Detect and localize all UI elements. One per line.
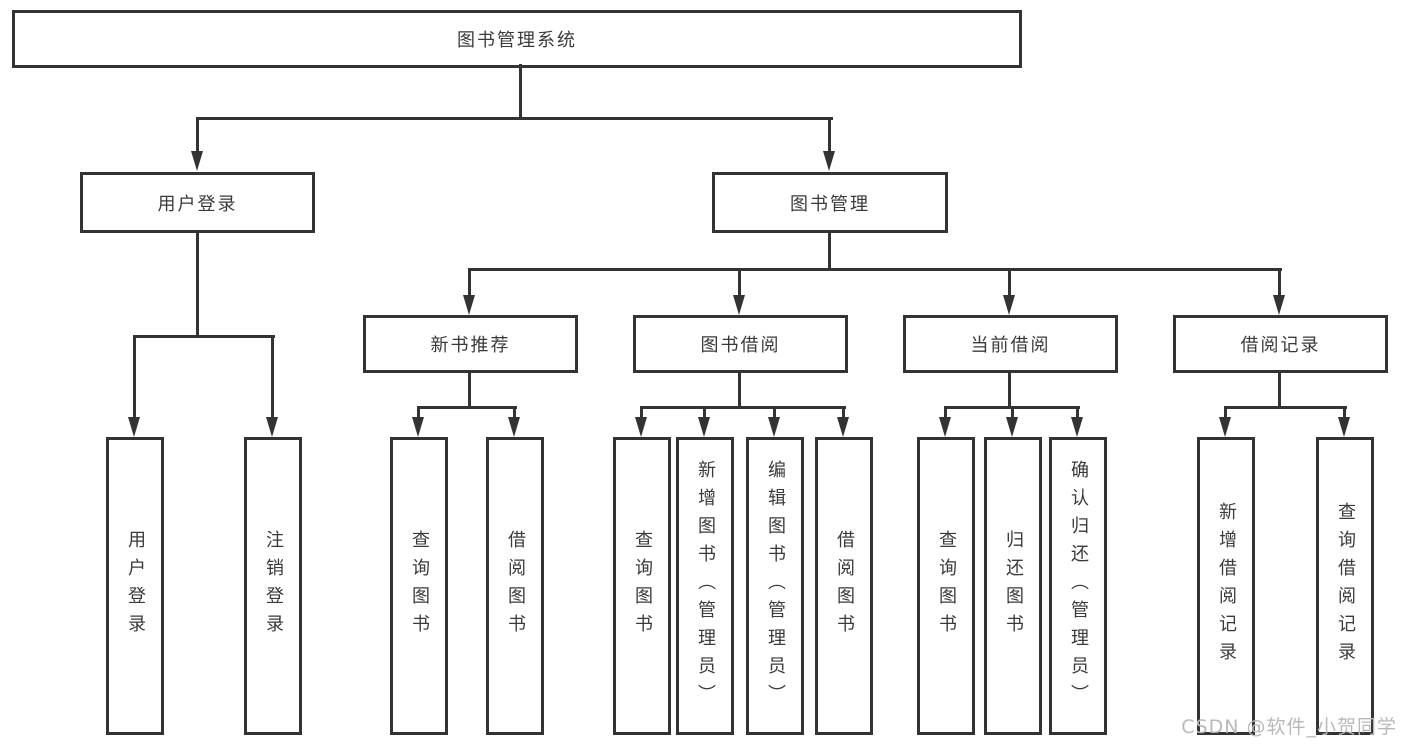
connector-shaft-borrow-books-recommend (513, 406, 516, 421)
connector-root-stem (519, 64, 522, 120)
connector-shaft-user-login (196, 117, 199, 155)
connector-new-book-stem (468, 371, 471, 409)
leaf-logout: 注销登录 (244, 437, 302, 735)
leaf-query-books-recommend: 查询图书 (390, 437, 448, 735)
node-borrowing-records: 借阅记录 (1173, 315, 1388, 373)
connector-shaft-book-management (828, 117, 831, 155)
arrowhead-borrow-books-borrowing (837, 417, 849, 437)
leaf-query-books-borrowing: 查询图书 (613, 437, 671, 735)
connector-user-login-stem (196, 230, 199, 337)
connector-shaft-current-borrowing (1008, 268, 1011, 297)
leaf-edit-books-admin: 编辑图书（管理员） (746, 437, 804, 735)
connector-shaft-confirm-return-admin (1076, 406, 1079, 421)
connector-shaft-query-books-current (944, 406, 947, 421)
connector-user-login-hline (133, 335, 275, 338)
arrowhead-user-login-leaf (128, 417, 140, 437)
arrowhead-query-books-recommend (412, 417, 424, 437)
leaf-return-books: 归还图书 (984, 437, 1042, 735)
arrowhead-query-books-borrowing (635, 417, 647, 437)
arrowhead-query-borrowing-record (1338, 417, 1350, 437)
leaf-add-books-admin: 新增图书（管理员） (676, 437, 734, 735)
leaf-confirm-return-admin: 确认归还（管理员） (1049, 437, 1107, 735)
connector-shaft-query-books-borrowing (640, 406, 643, 421)
arrowhead-new-book-recommendation (463, 295, 475, 315)
connector-shaft-book-borrowing (738, 268, 741, 297)
arrowhead-confirm-return-admin (1071, 417, 1083, 437)
connector-root-hline (196, 117, 833, 120)
connector-shaft-borrow-books-borrowing (842, 406, 845, 421)
connector-shaft-query-borrowing-record (1343, 406, 1346, 421)
node-library-management-system: 图书管理系统 (12, 10, 1022, 68)
node-new-book-recommendation: 新书推荐 (363, 315, 578, 373)
connector-shaft-edit-books-admin (773, 406, 776, 421)
leaf-query-books-current: 查询图书 (917, 437, 975, 735)
arrowhead-borrowing-records (1273, 295, 1285, 315)
connector-shaft-add-books-admin (703, 406, 706, 421)
arrowhead-book-management (823, 151, 835, 171)
connector-shaft-borrowing-records (1278, 268, 1281, 297)
leaf-query-borrowing-record: 查询借阅记录 (1316, 437, 1374, 735)
connector-book-borrowing-hline (640, 406, 846, 409)
arrowhead-user-login (191, 151, 203, 171)
node-book-borrowing: 图书借阅 (633, 315, 848, 373)
connector-borrowing-records-hline (1224, 406, 1347, 409)
arrowhead-add-books-admin (698, 417, 710, 437)
arrowhead-borrow-books-recommend (508, 417, 520, 437)
leaf-add-borrowing-record: 新增借阅记录 (1197, 437, 1255, 735)
node-user-login: 用户登录 (80, 172, 315, 233)
leaf-user-login: 用户登录 (106, 437, 164, 735)
node-book-management: 图书管理 (712, 172, 948, 233)
connector-shaft-user-login-leaf (133, 335, 136, 420)
connector-book-management-hline (468, 268, 1282, 271)
arrowhead-query-books-current (939, 417, 951, 437)
arrowhead-book-borrowing (733, 295, 745, 315)
connector-borrowing-records-stem (1278, 371, 1281, 409)
connector-shaft-add-borrowing-record (1224, 406, 1227, 421)
connector-shaft-new-book-recommendation (468, 268, 471, 297)
arrowhead-logout (266, 417, 278, 437)
connector-shaft-query-books-recommend (417, 406, 420, 421)
arrowhead-edit-books-admin (768, 417, 780, 437)
connector-book-borrowing-stem (738, 371, 741, 409)
connector-book-management-stem (828, 230, 831, 271)
leaf-borrow-books-borrowing: 借阅图书 (815, 437, 873, 735)
connector-shaft-return-books (1011, 406, 1014, 421)
arrowhead-add-borrowing-record (1219, 417, 1231, 437)
connector-current-borrowing-stem (1008, 371, 1011, 409)
connector-new-book-hline (417, 406, 517, 409)
leaf-borrow-books-recommend: 借阅图书 (486, 437, 544, 735)
connector-shaft-logout (271, 335, 274, 420)
arrowhead-return-books (1006, 417, 1018, 437)
node-current-borrowing: 当前借阅 (903, 315, 1118, 373)
csdn-watermark: CSDN @软件_小贺同学 (1181, 716, 1397, 738)
arrowhead-current-borrowing (1003, 295, 1015, 315)
